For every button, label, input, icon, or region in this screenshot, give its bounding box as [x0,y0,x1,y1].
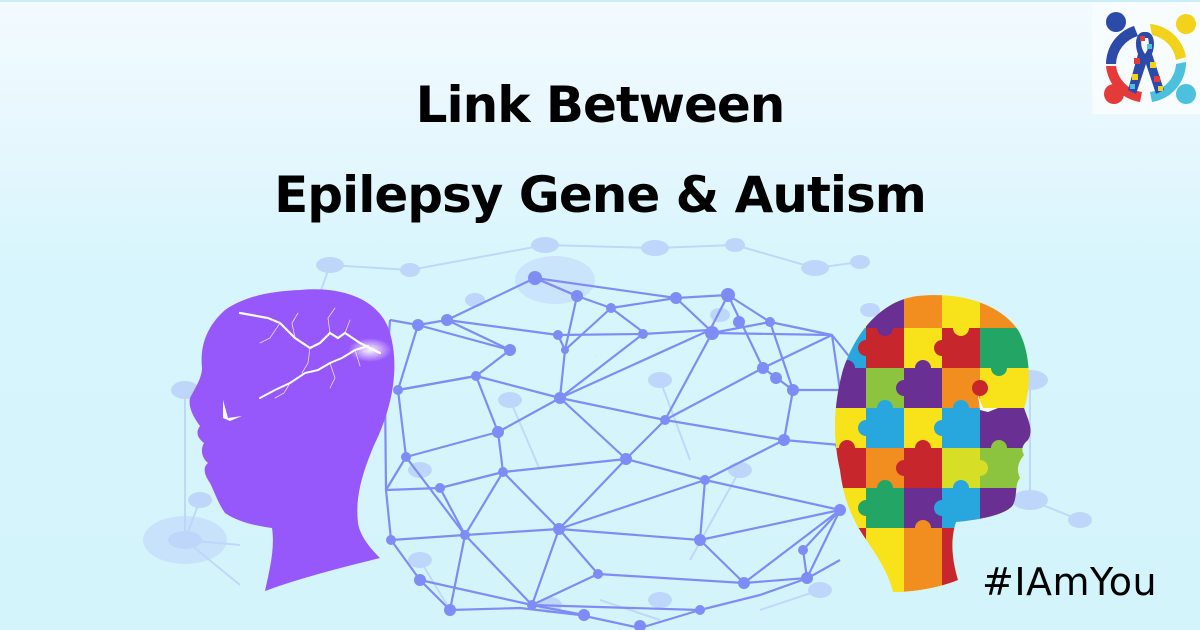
logo[interactable] [1092,2,1200,114]
puzzle-pieces-head-icon [835,295,1031,593]
autism-awareness-ribbon-people-circle-icon [1104,12,1196,104]
top-border [0,0,1200,2]
title-line-2: Epilepsy Gene & Autism [274,166,927,224]
title-line-1: Link Between [415,76,786,134]
purple-head-lightning-icon [189,289,395,591]
hashtag: #IAmYou [982,560,1158,604]
